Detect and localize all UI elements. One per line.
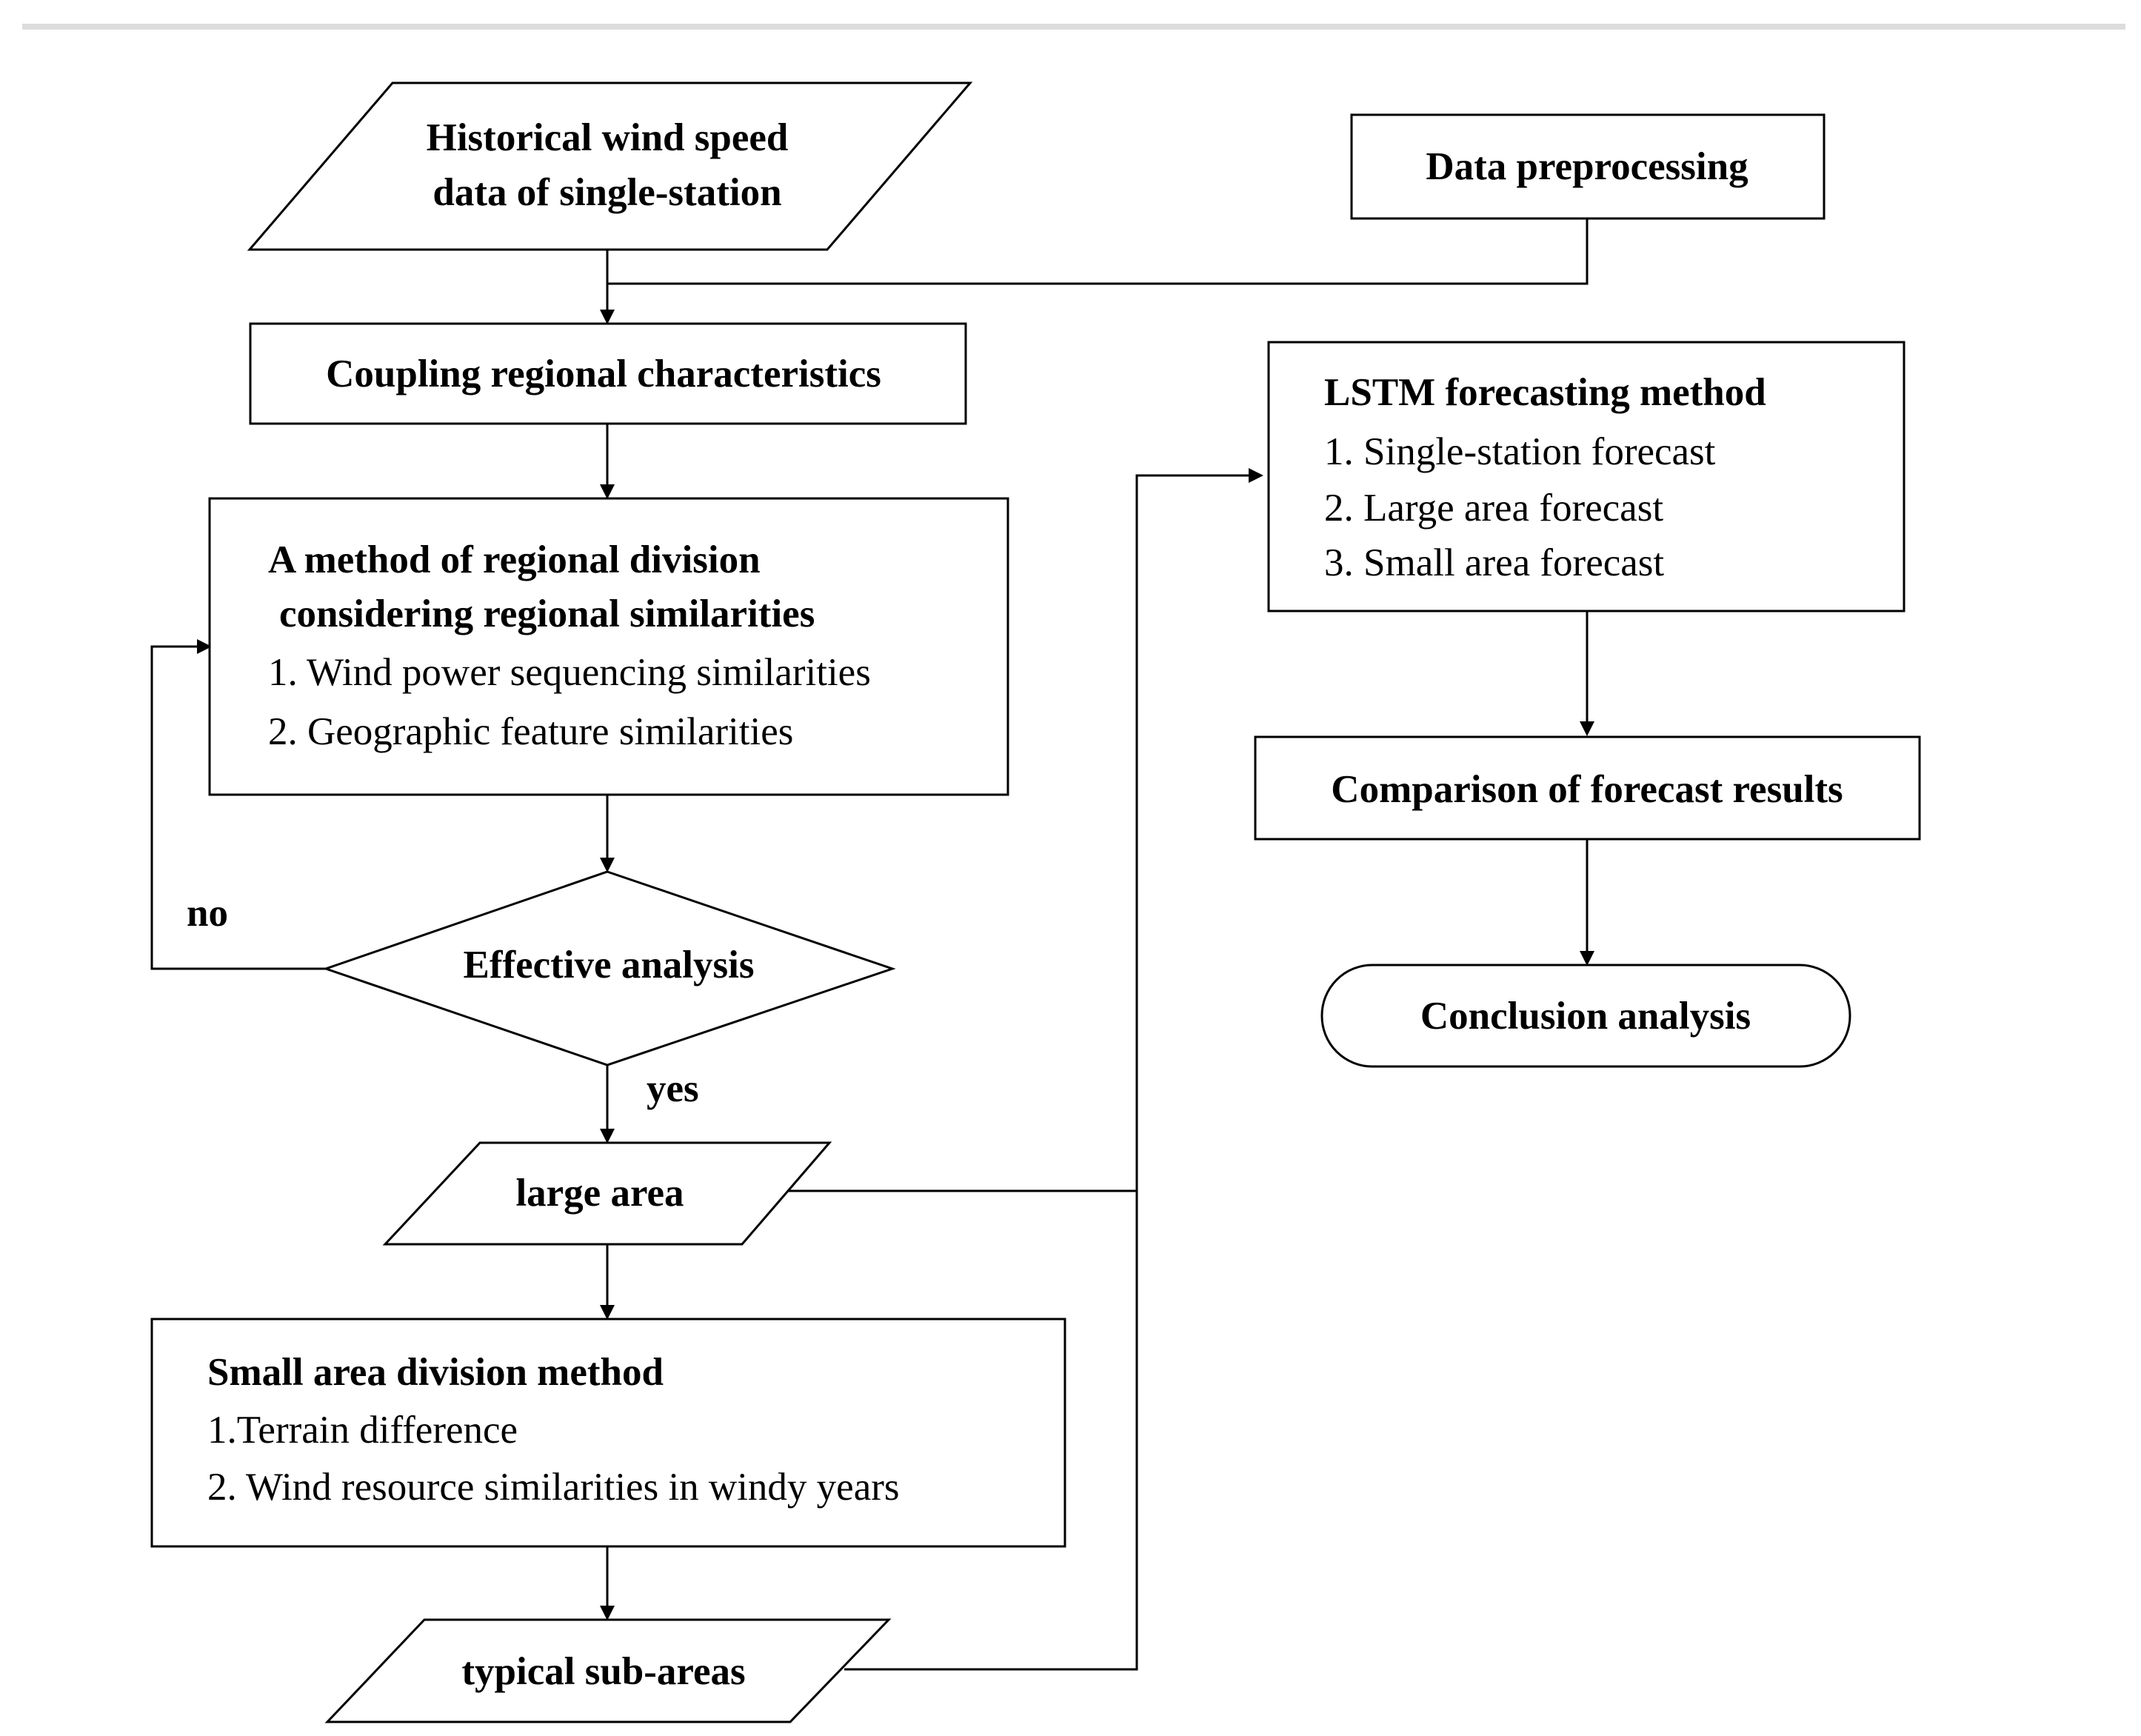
edge-label-yes: yes [647, 1067, 699, 1110]
arrowhead [600, 1305, 615, 1320]
node-label: typical sub-areas [461, 1650, 745, 1693]
node-title: LSTM forecasting method [1324, 371, 1766, 414]
node-coupling: Coupling regional characteristics [249, 322, 967, 425]
node-label: Effective analysis [463, 944, 754, 986]
node-regional-division: A method of regional division considerin… [208, 497, 1009, 796]
rect-shape [208, 497, 1009, 796]
node-effective-analysis: Effective analysis [322, 870, 896, 1066]
arrowhead [600, 484, 615, 499]
rect-shape [150, 1318, 1066, 1548]
node-typical-sub-areas: typical sub-areas [324, 1618, 892, 1723]
rect-shape [1350, 113, 1826, 220]
rect-shape [1267, 341, 1905, 612]
node-item-2: 2. Large area forecast [1324, 487, 1663, 530]
node-item-1: 1. Wind power sequencing similarities [268, 651, 871, 694]
node-item-1: 1.Terrain difference [207, 1409, 518, 1452]
node-item-1: 1. Single-station forecast [1324, 430, 1716, 473]
arrowhead [197, 639, 212, 654]
node-label: Conclusion analysis [1420, 995, 1751, 1038]
node-small-area-division: Small area division method 1.Terrain dif… [150, 1318, 1066, 1548]
node-historical-data: Historical wind speed data of single-sta… [247, 81, 973, 251]
edge-label-no: no [187, 892, 228, 935]
connectors [150, 218, 1594, 1671]
node-data-preprocessing: Data preprocessing [1350, 113, 1826, 220]
parallelogram-shape [247, 81, 973, 251]
arrowhead [600, 1129, 615, 1144]
node-title: Small area division method [207, 1351, 664, 1394]
rect-shape [1254, 735, 1921, 841]
arrowhead [1580, 951, 1594, 966]
arrowhead [1249, 468, 1263, 483]
parallelogram-shape [382, 1141, 832, 1246]
node-label-line2: data of single-station [432, 171, 781, 214]
node-title-line2: considering regional similarities [279, 592, 815, 635]
edge-decision-no-loop [150, 645, 326, 970]
node-title-line1: A method of regional division [268, 538, 761, 581]
node-label: Comparison of forecast results [1331, 768, 1843, 811]
parallelogram-shape [324, 1618, 892, 1723]
node-lstm: LSTM forecasting method 1. Single-statio… [1267, 341, 1905, 612]
node-label: large area [515, 1172, 684, 1215]
node-label: Coupling regional characteristics [326, 353, 881, 395]
node-conclusion: Conclusion analysis [1320, 964, 1851, 1068]
edge-subareas-to-lstm [844, 474, 1252, 1671]
diamond-shape [322, 870, 896, 1066]
node-label-line1: Historical wind speed [427, 116, 789, 159]
arrowhead [1580, 721, 1594, 736]
node-comparison: Comparison of forecast results [1254, 735, 1921, 841]
node-item-2: 2. Geographic feature similarities [268, 710, 793, 753]
arrowhead [600, 1606, 615, 1620]
top-divider [22, 24, 2125, 30]
arrowhead [600, 858, 615, 872]
edge-preprocessing-merge [607, 218, 1589, 285]
terminator-shape [1320, 964, 1851, 1068]
node-item-2: 2. Wind resource similarities in windy y… [207, 1466, 900, 1509]
rect-shape [249, 322, 967, 425]
node-label: Data preprocessing [1426, 145, 1748, 188]
arrowhead [600, 310, 615, 324]
node-item-3: 3. Small area forecast [1324, 541, 1664, 584]
node-large-area: large area [382, 1141, 832, 1246]
